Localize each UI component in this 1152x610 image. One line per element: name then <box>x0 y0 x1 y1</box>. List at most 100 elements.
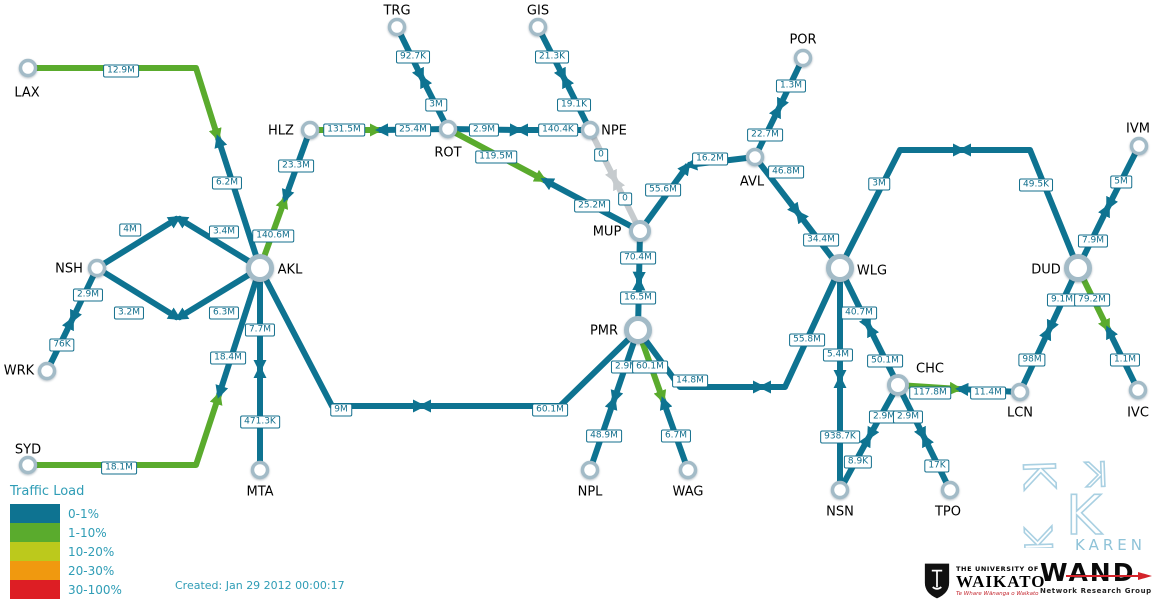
node-IVC[interactable] <box>1128 380 1148 400</box>
link-NSH-AKL-north-b <box>174 215 262 271</box>
node-label-DUD: DUD <box>1031 262 1061 278</box>
load-label-AKL-SYD[interactable]: 18.4M <box>210 351 246 365</box>
legend-swatch-30-100 <box>10 580 60 599</box>
node-LCN[interactable] <box>1010 382 1030 402</box>
node-NPE[interactable] <box>580 120 600 140</box>
node-IVM[interactable] <box>1129 136 1149 156</box>
load-label-WAG-PMR[interactable]: 6.7M <box>660 429 692 443</box>
load-label-NPE-GIS[interactable]: 19.1K <box>557 98 591 112</box>
load-label-MUP-AVL[interactable]: 55.6M <box>645 183 681 197</box>
load-label-IVM-DUD[interactable]: 5M <box>1110 175 1132 189</box>
node-ROT[interactable] <box>438 119 458 139</box>
load-label-TPO-CHC[interactable]: 17K <box>924 459 950 473</box>
wand-subtitle: Network Research Group <box>1040 587 1152 595</box>
node-WRK[interactable] <box>37 361 57 381</box>
load-label-CHC-TPO[interactable]: 2.9M <box>892 410 924 424</box>
node-WLG[interactable] <box>826 254 854 282</box>
link-NSH-AKL-south-b <box>174 265 262 321</box>
load-label-IVC-DUD[interactable]: 1.1M <box>1109 353 1141 367</box>
load-label-NSH-WRK[interactable]: 2.9M <box>72 288 104 302</box>
load-label-WRK-NSH[interactable]: 76K <box>49 338 75 352</box>
node-SYD[interactable] <box>18 455 38 475</box>
node-DUD[interactable] <box>1064 254 1092 282</box>
load-label-WLG-CHC[interactable]: 40.7M <box>841 306 877 320</box>
load-label-NSN-WLG[interactable]: 938.7K <box>820 430 860 444</box>
load-label-WLG-AVL[interactable]: 34.4M <box>803 233 839 247</box>
node-HLZ[interactable] <box>300 120 320 140</box>
link-WLG-DUD-b <box>958 143 1081 270</box>
load-label-ROT-NPE[interactable]: 2.9M <box>468 123 500 137</box>
load-label-NSH-AKL-north[interactable]: 4M <box>119 223 141 237</box>
node-TPO[interactable] <box>940 480 960 500</box>
load-label-TRG-ROT[interactable]: 92.7K <box>396 50 430 64</box>
node-POR[interactable] <box>793 48 813 68</box>
node-NSH[interactable] <box>87 258 107 278</box>
node-NSN[interactable] <box>830 480 850 500</box>
link-PMR-WLG-b <box>758 266 843 394</box>
node-AVL[interactable] <box>745 147 765 167</box>
load-label-MUP-ROT[interactable]: 25.2M <box>574 199 610 213</box>
legend-swatch-20-30 <box>10 561 60 580</box>
load-label-MUP-PMR[interactable]: 70.4M <box>620 251 656 265</box>
load-label-WLG-PMR[interactable]: 55.8M <box>789 333 825 347</box>
load-label-MUP-NPE[interactable]: 0 <box>618 192 632 206</box>
legend-label-0-1: 0-1% <box>68 506 100 521</box>
load-label-DUD-IVC[interactable]: 79.2M <box>1074 293 1110 307</box>
node-label-GIS: GIS <box>526 3 550 19</box>
load-label-SYD-AKL[interactable]: 18.1M <box>101 461 137 475</box>
load-label-ROT-HLZ[interactable]: 25.4M <box>395 123 431 137</box>
load-label-ROT-TRG[interactable]: 3M <box>425 98 447 112</box>
load-label-AKL-LAX[interactable]: 6.2M <box>211 176 243 190</box>
load-label-PMR-WAG[interactable]: 60.1M <box>632 360 668 374</box>
load-label-AKL-MTA[interactable]: 7.7M <box>244 323 276 337</box>
load-label-NSH-AKL-south[interactable]: 3.2M <box>113 306 145 320</box>
node-NPL[interactable] <box>580 460 600 480</box>
node-MUP[interactable] <box>629 220 651 242</box>
node-MTA[interactable] <box>250 460 270 480</box>
load-label-AVL-MUP[interactable]: 16.2M <box>692 152 728 166</box>
node-LAX[interactable] <box>18 58 38 78</box>
node-GIS[interactable] <box>528 17 548 37</box>
load-label-DUD-WLG[interactable]: 49.5K <box>1019 178 1053 192</box>
load-label-AVL-POR[interactable]: 22.7M <box>747 128 783 142</box>
node-label-NSN: NSN <box>826 504 854 520</box>
load-label-LCN-CHC[interactable]: 11.4M <box>970 386 1006 400</box>
link-LAX-AKL-b <box>214 134 263 269</box>
load-label-AKL-NSH-south[interactable]: 6.3M <box>208 306 240 320</box>
load-label-POR-AVL[interactable]: 1.3M <box>775 79 807 93</box>
node-label-LAX: LAX <box>14 85 40 101</box>
load-label-NPE-MUP[interactable]: 0 <box>594 148 608 162</box>
load-label-PMR-MUP[interactable]: 16.5M <box>620 291 656 305</box>
load-label-ROT-MUP[interactable]: 119.5M <box>475 150 517 164</box>
load-label-HLZ-ROT[interactable]: 131.5M <box>323 123 365 137</box>
load-label-CHC-WLG[interactable]: 50.1M <box>867 354 903 368</box>
node-label-TRG: TRG <box>383 3 411 19</box>
waikato-line1: THE UNIVERSITY OF <box>956 565 1039 574</box>
load-label-PMR-WLG[interactable]: 14.8M <box>672 374 708 388</box>
load-label-AKL-PMR[interactable]: 9M <box>330 403 352 417</box>
load-label-NPL-PMR[interactable]: 48.9M <box>586 429 622 443</box>
load-label-DUD-IVM[interactable]: 7.9M <box>1077 234 1109 248</box>
load-label-LAX-AKL[interactable]: 12.9M <box>103 64 139 78</box>
load-label-WLG-NSN[interactable]: 5.4M <box>822 348 854 362</box>
load-label-NPE-ROT[interactable]: 140.4K <box>538 123 578 137</box>
node-CHC[interactable] <box>887 374 909 396</box>
load-label-CHC-LCN[interactable]: 117.8M <box>909 386 951 400</box>
node-PMR[interactable] <box>624 316 652 344</box>
load-label-AVL-WLG[interactable]: 46.8M <box>768 165 804 179</box>
load-label-PMR-AKL[interactable]: 60.1M <box>532 403 568 417</box>
load-label-DUD-LCN[interactable]: 9.1M <box>1046 293 1078 307</box>
load-label-WLG-DUD[interactable]: 3M <box>868 177 890 191</box>
node-AKL[interactable] <box>246 254 274 282</box>
load-label-MTA-AKL[interactable]: 471.3K <box>240 415 280 429</box>
node-WAG[interactable] <box>678 460 698 480</box>
load-label-GIS-NPE[interactable]: 21.3K <box>535 50 569 64</box>
node-TRG[interactable] <box>387 17 407 37</box>
load-label-NSN-CHC[interactable]: 8.9K <box>843 455 873 469</box>
load-label-AKL-NSH-north[interactable]: 3.4M <box>208 225 240 239</box>
load-label-LCN-DUD[interactable]: 98M <box>1018 353 1046 367</box>
load-label-HLZ-AKL[interactable]: 23.3M <box>278 159 314 173</box>
load-label-AKL-HLZ[interactable]: 140.6M <box>252 229 294 243</box>
legend-swatch-1-10 <box>10 523 60 542</box>
